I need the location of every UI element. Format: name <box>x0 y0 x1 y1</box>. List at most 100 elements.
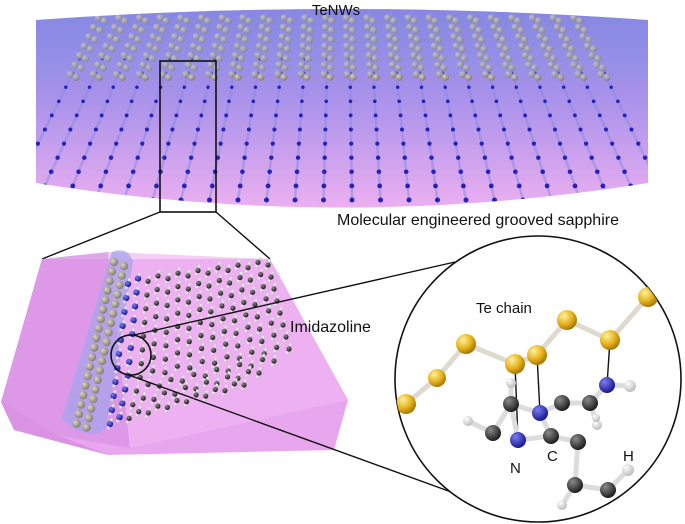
chain-h <box>273 283 278 287</box>
te-atom <box>343 61 351 69</box>
molecule-dot <box>170 127 175 132</box>
molecule-dot <box>485 169 491 175</box>
chain-h <box>228 298 232 302</box>
chain-atom <box>266 308 272 314</box>
te-atom <box>87 352 97 362</box>
chain-h <box>189 349 193 353</box>
te-atom <box>592 61 601 69</box>
chain-h <box>176 394 181 399</box>
chain-h <box>153 393 157 397</box>
te-atom <box>231 51 239 60</box>
molecule-dot <box>182 85 187 89</box>
molecule-dot <box>240 169 245 175</box>
te-atom <box>284 36 292 44</box>
chain-atom <box>241 299 247 305</box>
chain-atom <box>222 388 228 394</box>
molecule-dot <box>49 113 54 118</box>
chain-h <box>156 388 160 392</box>
chain-h <box>174 275 179 279</box>
te-atom <box>174 23 182 31</box>
chain-atom <box>237 361 243 368</box>
molecule-dot <box>540 169 545 175</box>
te-atom <box>538 26 546 34</box>
te-atom <box>201 26 209 34</box>
chain-h <box>164 294 168 298</box>
molecule-dot <box>267 169 273 175</box>
te-atom <box>363 14 371 22</box>
chain-atom <box>254 314 260 320</box>
te-atom <box>349 64 357 72</box>
molecule-dot <box>348 113 353 118</box>
chain-atom <box>224 374 231 380</box>
chain-atom <box>230 305 236 311</box>
molecule-dot <box>235 197 241 203</box>
te-atom <box>241 36 249 44</box>
chain-h <box>177 267 182 271</box>
chain-atom <box>231 318 238 324</box>
chain-h <box>216 363 220 368</box>
te-atom <box>320 51 329 60</box>
te-atom <box>534 17 543 25</box>
te-atom <box>261 45 269 53</box>
molecule-dot <box>275 99 280 104</box>
chain-h <box>115 356 120 360</box>
chain-h <box>119 328 123 332</box>
te-atom <box>111 299 120 309</box>
te-atom <box>100 347 109 356</box>
te-atom <box>427 23 435 31</box>
molecule-dot <box>230 85 234 89</box>
chain-h <box>174 368 178 372</box>
molecule-dot <box>634 197 640 203</box>
molecule-dot <box>68 127 73 132</box>
molecule-dot <box>121 197 127 203</box>
chain-atom <box>207 296 213 302</box>
te-atom <box>440 64 448 72</box>
molecule-dot <box>557 141 563 146</box>
chain-h <box>199 363 203 368</box>
molecule-dot <box>56 99 61 104</box>
te-atom <box>126 54 134 63</box>
chain-atom <box>145 278 151 284</box>
molecule-dot <box>144 127 149 132</box>
chain-h <box>248 366 252 370</box>
chain-atom <box>245 324 251 330</box>
te-atom <box>276 51 284 60</box>
chain-h <box>117 342 121 346</box>
molecule-dot <box>48 169 54 175</box>
te-atom <box>84 413 94 423</box>
te-atom <box>182 70 190 78</box>
molecule-dot <box>126 183 131 189</box>
te-atom <box>106 33 114 41</box>
chain-h <box>273 355 278 359</box>
te-atom <box>92 333 101 343</box>
te-atom <box>458 45 466 53</box>
chain-atom <box>220 316 226 322</box>
te-atom <box>546 45 554 53</box>
te-atom <box>385 33 394 41</box>
te-glow <box>36 9 648 80</box>
molecule-dot <box>375 141 380 146</box>
groove-line <box>236 11 269 201</box>
te-atom <box>177 14 185 22</box>
chain-atom <box>255 259 261 265</box>
molecule-dot <box>199 113 204 118</box>
chain-h <box>261 335 265 339</box>
chain-h <box>207 267 212 271</box>
te-atom <box>487 73 496 81</box>
te-atom <box>305 45 313 53</box>
chain-h <box>279 327 284 331</box>
te-atom <box>286 17 294 25</box>
chain-atom <box>151 396 157 402</box>
chain-atom <box>206 283 212 289</box>
magnify-connector-lines <box>125 261 488 506</box>
chain-atom <box>175 270 181 276</box>
te-atom <box>505 54 513 63</box>
chain-atom <box>271 332 277 338</box>
te-atom <box>456 36 464 44</box>
groove-line <box>430 11 468 201</box>
chain-h <box>220 321 224 325</box>
chain-h <box>206 376 210 380</box>
chain-h <box>177 307 181 311</box>
te-atom <box>502 45 510 53</box>
chain-h <box>237 340 241 344</box>
